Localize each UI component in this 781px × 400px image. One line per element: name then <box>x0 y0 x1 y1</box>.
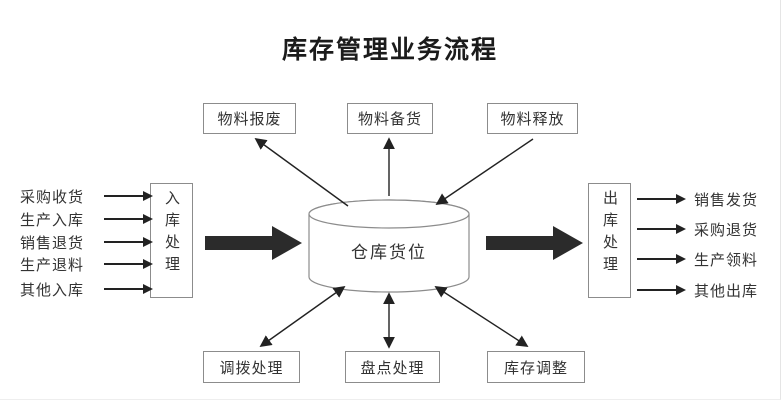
node-outbound-processing: 出库处理 <box>588 183 631 298</box>
arrow-center-transfer-bidirectional <box>259 285 346 348</box>
node-transfer-processing: 调拨处理 <box>203 351 300 383</box>
arrow-right-icon <box>104 237 153 247</box>
outbound-target-row: 销售发货 <box>637 190 759 209</box>
warehouse-cylinder-label: 仓库货位 <box>351 243 427 262</box>
node-inbound-processing: 入库处理 <box>150 183 193 298</box>
outbound-target-label: 采购退货 <box>694 221 759 239</box>
node-count-processing: 盘点处理 <box>345 351 440 383</box>
node-material-scrap: 物料报废 <box>203 103 296 134</box>
inbound-source-row: 生产入库 <box>20 210 153 229</box>
arrow-right-icon <box>104 214 153 224</box>
block-arrow-inbound-to-center <box>205 226 302 260</box>
outbound-target-label: 销售发货 <box>694 191 759 209</box>
node-label: 调拨处理 <box>219 359 284 377</box>
inbound-source-row: 采购收货 <box>20 187 153 206</box>
arrow-release-to-center <box>435 138 534 206</box>
inbound-source-row: 生产退料 <box>20 255 153 274</box>
arrow-right-icon <box>104 259 153 269</box>
node-inventory-adjust: 库存调整 <box>487 351 585 383</box>
node-label: 物料释放 <box>500 111 565 128</box>
arrow-right-icon <box>637 254 686 264</box>
outbound-target-row: 采购退货 <box>637 220 759 239</box>
arrow-right-icon <box>637 224 686 234</box>
outbound-target-label: 生产领料 <box>694 251 759 269</box>
inbound-source-label: 销售退货 <box>20 234 85 252</box>
inbound-source-row: 其他入库 <box>20 280 153 299</box>
inbound-source-label: 采购收货 <box>20 188 85 206</box>
warehouse-cylinder-shape <box>308 199 470 293</box>
node-label: 物料报废 <box>217 111 282 128</box>
node-material-release: 物料释放 <box>487 103 578 134</box>
outbound-target-label: 其他出库 <box>694 282 759 300</box>
arrow-right-icon <box>637 285 686 295</box>
inbound-source-label: 生产入库 <box>20 211 85 229</box>
arrow-right-icon <box>104 191 153 201</box>
node-label: 盘点处理 <box>360 359 425 377</box>
arrow-center-adjust-bidirectional <box>434 286 529 347</box>
inbound-source-label: 生产退料 <box>20 256 85 274</box>
diagram-title: 库存管理业务流程 <box>281 36 498 64</box>
outbound-target-row: 其他出库 <box>637 281 759 300</box>
node-material-stocking: 物料备货 <box>347 103 433 134</box>
inbound-source-row: 销售退货 <box>20 233 153 252</box>
inbound-source-label: 其他入库 <box>20 281 85 299</box>
arrow-right-icon <box>104 284 153 294</box>
block-arrow-center-to-outbound <box>486 226 583 260</box>
outbound-target-row: 生产领料 <box>637 250 759 269</box>
node-label: 库存调整 <box>503 359 568 377</box>
node-label: 物料备货 <box>357 111 422 128</box>
arrow-center-to-scrap <box>254 137 349 207</box>
arrow-right-icon <box>637 194 686 204</box>
